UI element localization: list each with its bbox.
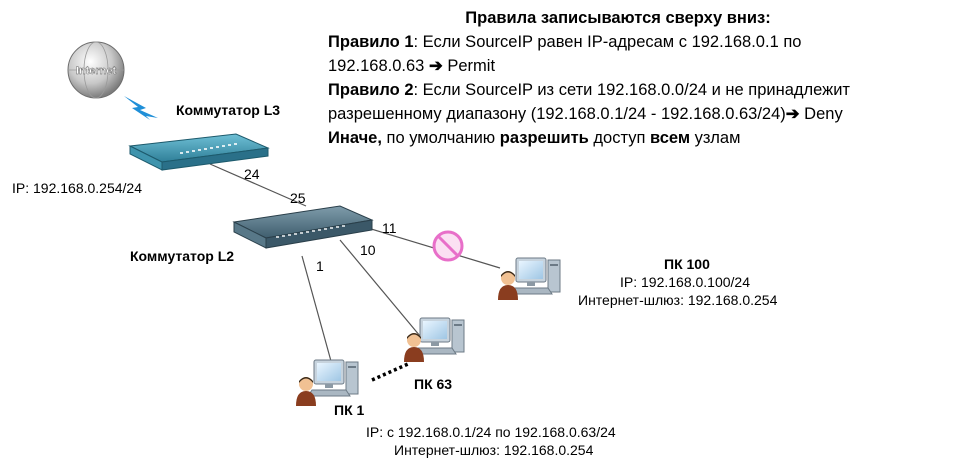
switch-l3-ip: IP: 192.168.0.254/24 [12, 180, 142, 196]
switch-l3-label: Коммутатор L3 [176, 102, 281, 118]
rules-title: Правила записываются сверху вниз: [465, 9, 771, 27]
deny-sign-icon [432, 230, 464, 262]
pc63-icon [404, 317, 465, 362]
else-allow: разрешить [499, 129, 589, 147]
port-25-label: 25 [290, 190, 306, 206]
rule-1-line-1: Правило 1: Если SourceIP равен IP-адреса… [328, 30, 948, 54]
rule-1-label: Правило 1 [328, 33, 414, 51]
pc100-icon [498, 257, 561, 300]
switch-l2-icon [232, 205, 374, 249]
rule-1-line-2: 192.168.0.63 ➔ Permit [328, 54, 948, 78]
pc1-ip: IP: с 192.168.0.1/24 по 192.168.0.63/24 [366, 424, 616, 440]
rule-2-line-1: Правило 2: Если SourceIP из сети 192.168… [328, 78, 948, 102]
internet-label: Internet [76, 65, 117, 77]
rule-2-action: Deny [804, 105, 843, 123]
else-line: Иначе, по умолчанию разрешить доступ все… [328, 126, 948, 150]
lightning-icon [124, 96, 158, 120]
link-l2-pc63 [339, 239, 421, 337]
pc1-label: ПК 1 [334, 402, 365, 418]
else-text-a: по умолчанию [381, 129, 500, 147]
rule-2-line-2: разрешенному диапазону (192.168.0.1/24 -… [328, 102, 948, 126]
rules-text-block: Правила записываются сверху вниз: Правил… [328, 6, 948, 150]
arrow-icon: ➔ [785, 105, 800, 123]
link-pc1-pc63-wireless [371, 362, 409, 382]
link-l3-l2 [209, 163, 307, 207]
link-l2-pc1 [301, 255, 335, 373]
else-text-b: доступ [588, 129, 650, 147]
port-24-label: 24 [244, 166, 260, 182]
rule-1-action: Permit [447, 57, 496, 75]
rule-2-label: Правило 2 [328, 81, 414, 99]
switch-l3-icon [128, 133, 270, 171]
pc63-label: ПК 63 [414, 376, 453, 392]
rule-1-text-b: 192.168.0.63 [328, 57, 425, 75]
pc1-gateway: Интернет-шлюз: 192.168.0.254 [394, 442, 594, 458]
rule-1-text-a: : Если SourceIP равен IP-адресам с 192.1… [413, 33, 802, 51]
rule-2-text-a: : Если SourceIP из сети 192.168.0.0/24 и… [413, 81, 850, 99]
port-1-label: 1 [316, 258, 324, 274]
else-all: всем [649, 129, 691, 147]
port-11-label: 11 [382, 220, 397, 236]
pc100-label: ПК 100 [664, 256, 710, 272]
switch-l2-label: Коммутатор L2 [130, 248, 235, 264]
pc100-ip: IP: 192.168.0.100/24 [620, 274, 750, 290]
arrow-icon: ➔ [428, 57, 443, 75]
link-l2-pc100 [347, 221, 501, 269]
pc1-icon [296, 359, 359, 406]
network-links [209, 163, 501, 382]
internet-globe-icon: Internet [67, 41, 125, 99]
else-label: Иначе, [328, 129, 382, 147]
pc100-gateway: Интернет-шлюз: 192.168.0.254 [578, 292, 778, 308]
else-text-c: узлам [690, 129, 741, 147]
rule-2-text-b: разрешенному диапазону (192.168.0.1/24 -… [328, 105, 786, 123]
port-10-label: 10 [360, 242, 376, 258]
